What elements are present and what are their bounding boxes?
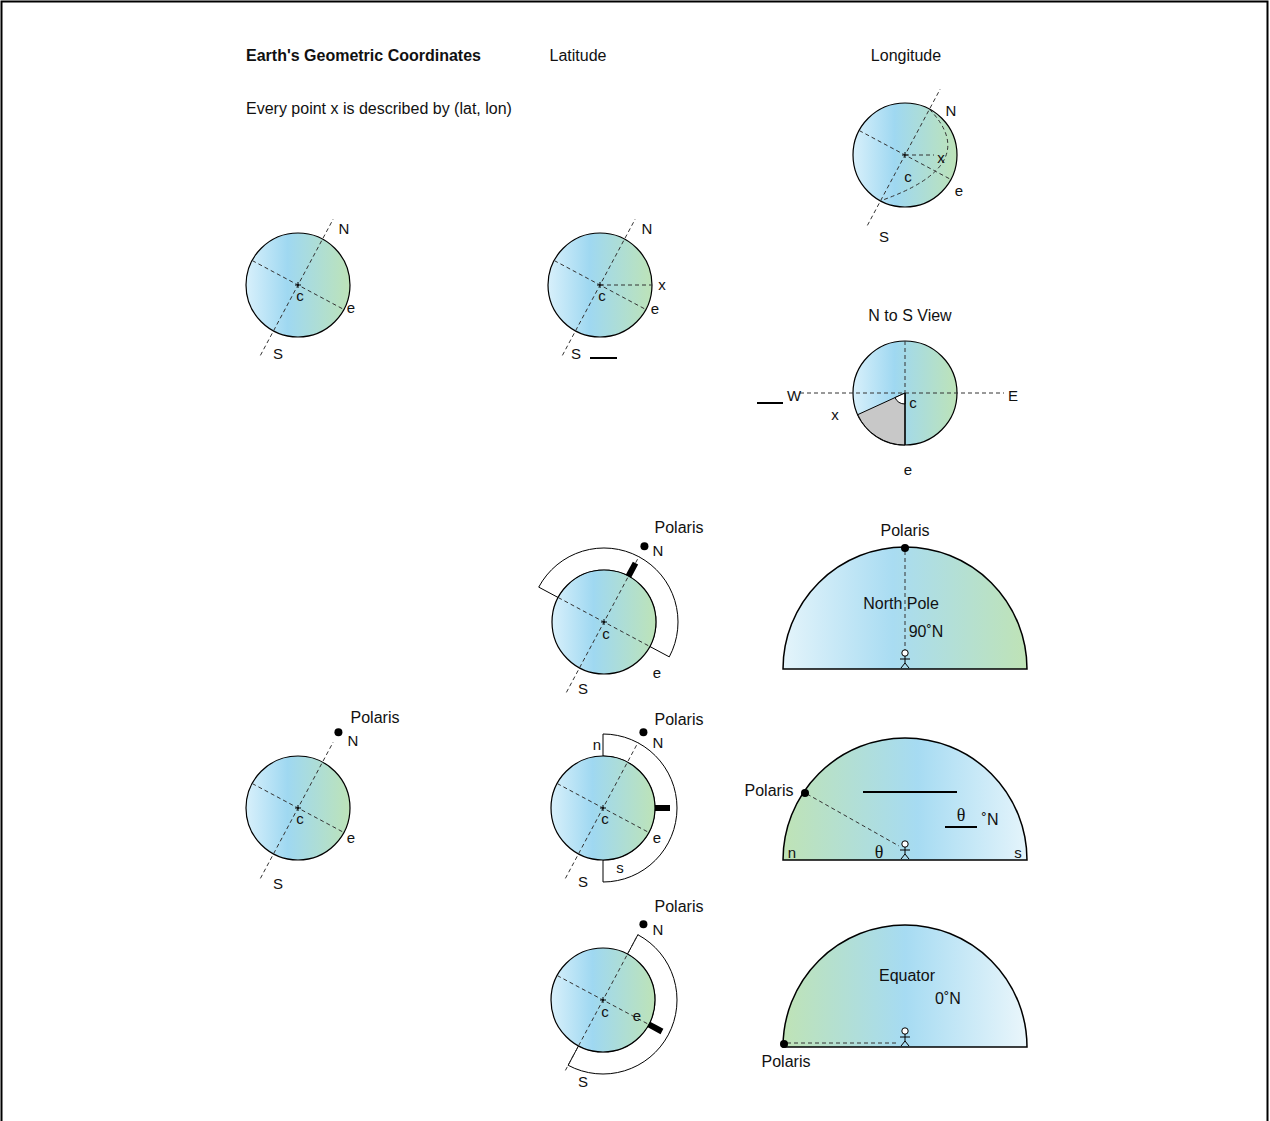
sky-hemisphere [783, 738, 1027, 860]
pole-label: S [578, 681, 588, 696]
center-label: c [602, 626, 610, 641]
guide-line [905, 341, 906, 393]
globe [539, 542, 678, 692]
guide-line [905, 155, 934, 156]
equator-label: e [347, 300, 355, 315]
pole-label: N [348, 733, 359, 748]
guide-line [800, 393, 1004, 394]
guide-line [260, 742, 333, 878]
point-label: x [831, 407, 839, 422]
guide-line [557, 784, 649, 833]
guide-line [252, 261, 344, 310]
equator-label: e [955, 183, 963, 198]
guide-line [566, 556, 639, 692]
equator-label: e [347, 830, 355, 845]
guide-line [260, 219, 333, 355]
guide-line [600, 285, 652, 286]
globe [246, 219, 350, 355]
guide-line [562, 219, 635, 355]
sky-hemisphere [783, 544, 1027, 669]
pole-label: S [578, 874, 588, 889]
center-label: c [598, 288, 606, 303]
globe [246, 728, 350, 878]
latitude-value: 90˚N [909, 624, 944, 640]
center-label: c [601, 1004, 609, 1019]
pole-label: S [571, 346, 581, 361]
center-label: c [909, 395, 917, 410]
star-label: Polaris [655, 520, 704, 536]
column-heading: Longitude [871, 48, 941, 64]
pole-label: S [273, 876, 283, 891]
angle-symbol: θ [957, 806, 966, 824]
pole-label: N [339, 221, 350, 236]
sky-hemisphere [780, 925, 1027, 1048]
polaris-dot [640, 542, 648, 550]
guide-line [557, 976, 649, 1025]
view-heading: N to S View [868, 308, 951, 324]
equator-label: e [653, 830, 661, 845]
guide-line [565, 934, 638, 1070]
equator-label: e [904, 462, 912, 477]
pole-label: N [653, 543, 664, 558]
center-label: c [904, 169, 912, 184]
guide-line [807, 794, 899, 846]
pole-label: S [879, 229, 889, 244]
latitude-unit: ˚N [982, 812, 999, 828]
globe [548, 219, 652, 355]
direction-label: s [1014, 845, 1022, 860]
guide-line [252, 784, 344, 833]
globe [853, 89, 957, 225]
observer-marker [628, 563, 635, 576]
star-label: Polaris [655, 712, 704, 728]
pole-label: N [642, 221, 653, 236]
star-label: Polaris [745, 783, 794, 799]
latitude-value: 0˚N [935, 991, 961, 1007]
equator-label: e [653, 665, 661, 680]
polaris-dot [639, 920, 647, 928]
globe [551, 920, 677, 1074]
point-label: x [937, 150, 945, 165]
polaris-dot [334, 728, 342, 736]
equator-label: e [651, 301, 659, 316]
polaris-dot [639, 728, 647, 736]
star-label: Polaris [762, 1054, 811, 1070]
pole-label: S [578, 1074, 588, 1089]
direction-label: n [788, 845, 796, 860]
star-label: Polaris [655, 899, 704, 915]
diagram-title: Earth's Geometric Coordinates [246, 48, 481, 64]
column-heading: Latitude [550, 48, 607, 64]
pole-label: N [653, 735, 664, 750]
globe [551, 728, 677, 882]
equator-label: e [633, 1008, 641, 1023]
center-label: c [296, 288, 304, 303]
observer-marker [655, 805, 670, 811]
star-label: Polaris [881, 523, 930, 539]
center-label: c [601, 811, 609, 826]
blank-line [590, 357, 617, 359]
place-label: Equator [879, 968, 935, 984]
star-label: Polaris [351, 710, 400, 726]
polar-view-globe [757, 341, 1004, 445]
observer-marker [649, 1024, 662, 1031]
guide-line [565, 742, 638, 878]
direction-label: W [787, 388, 801, 403]
caption-note: Every point x is described by (lat, lon) [246, 101, 512, 117]
direction-label: E [1008, 388, 1018, 403]
center-label: c [296, 811, 304, 826]
direction-label: s [616, 860, 624, 875]
direction-label: n [593, 737, 601, 752]
place-label: North Pole [863, 596, 939, 612]
pole-label: S [273, 346, 283, 361]
pole-label: N [653, 922, 664, 937]
point-label: x [658, 277, 666, 292]
pole-label: N [946, 103, 957, 118]
guide-line [558, 598, 650, 647]
angle-symbol: θ [875, 843, 884, 861]
guide-line [787, 1043, 898, 1044]
